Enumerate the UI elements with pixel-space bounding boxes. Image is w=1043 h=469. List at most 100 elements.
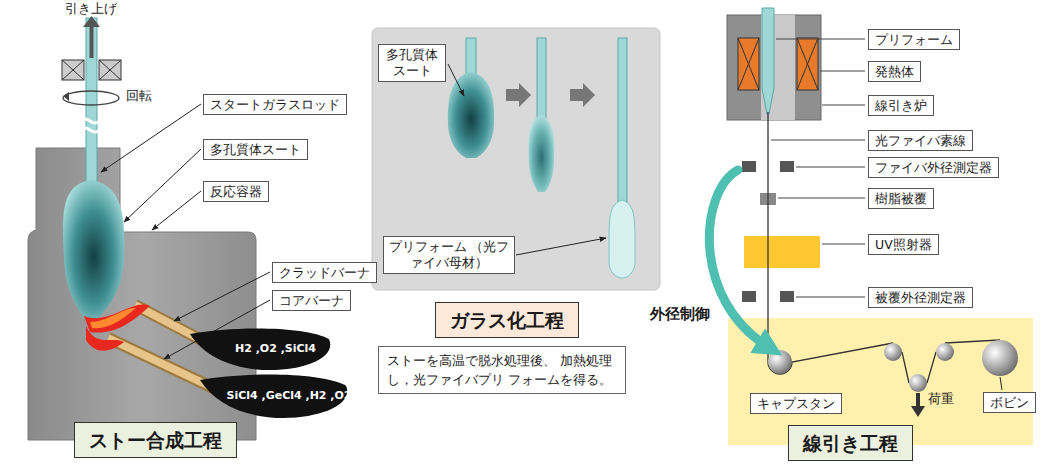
- dancer-roller: [909, 374, 927, 392]
- label-box: 樹脂被覆: [868, 188, 934, 209]
- bearing-cross: [62, 60, 84, 80]
- node-text: ストー合成工程: [89, 428, 222, 452]
- label-box: クラッドバーナ: [272, 262, 377, 283]
- leader-line: [152, 191, 201, 230]
- note-box: ストーを高温で脱水処理後、 加熱処理し，光ファイバプリ フォームを得る。: [378, 346, 626, 394]
- leader-line: [174, 272, 270, 321]
- node-text: 多孔質体 スート: [382, 47, 442, 79]
- node-text: 樹脂被覆: [875, 190, 927, 207]
- label-box: UV照射器: [868, 234, 939, 255]
- label-box: キャプスタン: [750, 393, 842, 414]
- leader-line: [796, 167, 865, 168]
- heater: [797, 38, 818, 90]
- process-title: 線引き工程: [788, 425, 913, 461]
- node-text: 被覆外径測定器: [875, 289, 966, 306]
- gas-feed: SiCl4 ,GeCl4 ,H2 ,O2: [200, 372, 352, 418]
- node-text: H2 ,O2 ,SiCl4: [235, 342, 316, 355]
- fiber-path: [768, 340, 1000, 383]
- heater: [738, 38, 759, 90]
- leader-line: [822, 244, 865, 245]
- porous-soot: [448, 72, 494, 158]
- porous-soot: [63, 180, 124, 320]
- node-text: 反応容器: [210, 183, 262, 200]
- node-text: UV照射器: [875, 236, 932, 253]
- flame-core: [90, 308, 136, 328]
- flame: [86, 326, 124, 351]
- leader-line: [516, 238, 606, 255]
- node-text: スタートガラスロッド: [210, 96, 340, 113]
- break-mark: [80, 119, 110, 132]
- node-text: 多孔質体スート: [210, 141, 301, 158]
- coating-sensor: [742, 291, 756, 302]
- node-text: クラッドバーナ: [279, 264, 370, 281]
- process-panel: [372, 28, 660, 290]
- leader-line: [448, 64, 464, 96]
- pull-arrow-shaft: [90, 26, 94, 58]
- node-text: コアバーナ: [279, 292, 344, 309]
- bearing-box: [62, 60, 84, 80]
- leader-lines: [771, 39, 865, 297]
- node-text: ストーを高温で脱水処理後、 加熱処理し，光ファイバプリ フォームを得る。: [387, 351, 617, 389]
- node-text: プリフォーム: [875, 31, 953, 48]
- feedback-arrow: [709, 170, 770, 348]
- leader-line: [1000, 377, 1002, 390]
- bearing-cross: [99, 60, 121, 80]
- label-box: プリフォーム （光ファイバ母材）: [383, 236, 515, 274]
- leader-line: [101, 104, 201, 172]
- node-text: プリフォーム （光ファイバ母材）: [387, 239, 511, 271]
- label-box: コアバーナ: [272, 290, 351, 311]
- node-text: 線引き工程: [803, 431, 898, 455]
- leader-line: [796, 297, 865, 298]
- process-title: ガラス化工程: [435, 302, 579, 338]
- node-text: ボビン: [990, 394, 1029, 411]
- leader-line: [776, 39, 865, 40]
- load-arrow-shaft: [916, 393, 920, 408]
- part-label: 引き上げ: [65, 1, 117, 17]
- leader-line: [820, 71, 865, 72]
- label-box: 多孔質体 スート: [378, 44, 446, 82]
- flame: [84, 305, 150, 333]
- rotation-arrowhead: [63, 92, 69, 101]
- preform: [609, 200, 635, 278]
- label-box: 線引き炉: [868, 95, 934, 116]
- part-label: 外径制御: [650, 306, 710, 322]
- shrinking-soot: [528, 115, 554, 192]
- label-box: ボビン: [983, 392, 1036, 413]
- process-arrow: [570, 83, 595, 107]
- guide-roller: [936, 343, 954, 361]
- gas-feed: H2 ,O2 ,SiCl4: [190, 326, 335, 370]
- bobbin: [982, 340, 1018, 376]
- node-text: 線引き炉: [875, 97, 927, 114]
- leader-line: [771, 140, 865, 141]
- label-box: 発熱体: [868, 61, 921, 82]
- heater-cross: [738, 38, 759, 90]
- label-box: スタートガラスロッド: [203, 94, 347, 115]
- diameter-sensor: [742, 161, 756, 172]
- load-arrow-head: [911, 406, 925, 417]
- glass-rod: [537, 38, 546, 120]
- fiber: [767, 112, 768, 362]
- label-box: 多孔質体スート: [203, 139, 308, 160]
- node-text: ファイバ外径測定器: [875, 159, 992, 176]
- leader-line: [778, 198, 865, 199]
- process-title: ストー合成工程: [74, 422, 237, 458]
- label-box: ファイバ外径測定器: [868, 157, 999, 178]
- start-glass-rod: [86, 18, 97, 198]
- coating-sensor: [780, 291, 794, 302]
- label-box: プリフォーム: [868, 29, 960, 50]
- label-box: 反応容器: [203, 181, 269, 202]
- heater-cross: [797, 38, 818, 90]
- node-text: 発熱体: [875, 63, 914, 80]
- diameter-sensor: [780, 161, 794, 172]
- node-text: SiCl4 ,GeCl4 ,H2 ,O2: [226, 389, 351, 402]
- bearing-box: [99, 60, 121, 80]
- label-box: 光ファイバ素線: [868, 130, 973, 151]
- leader-line: [822, 105, 865, 106]
- part-label: 荷重: [928, 391, 954, 407]
- gas-blob-shape: [190, 329, 330, 370]
- node-text: 光ファイバ素線: [875, 132, 966, 149]
- glass-rod: [618, 38, 627, 204]
- rotation-ellipse: [63, 91, 119, 105]
- pull-arrow-head: [83, 16, 100, 27]
